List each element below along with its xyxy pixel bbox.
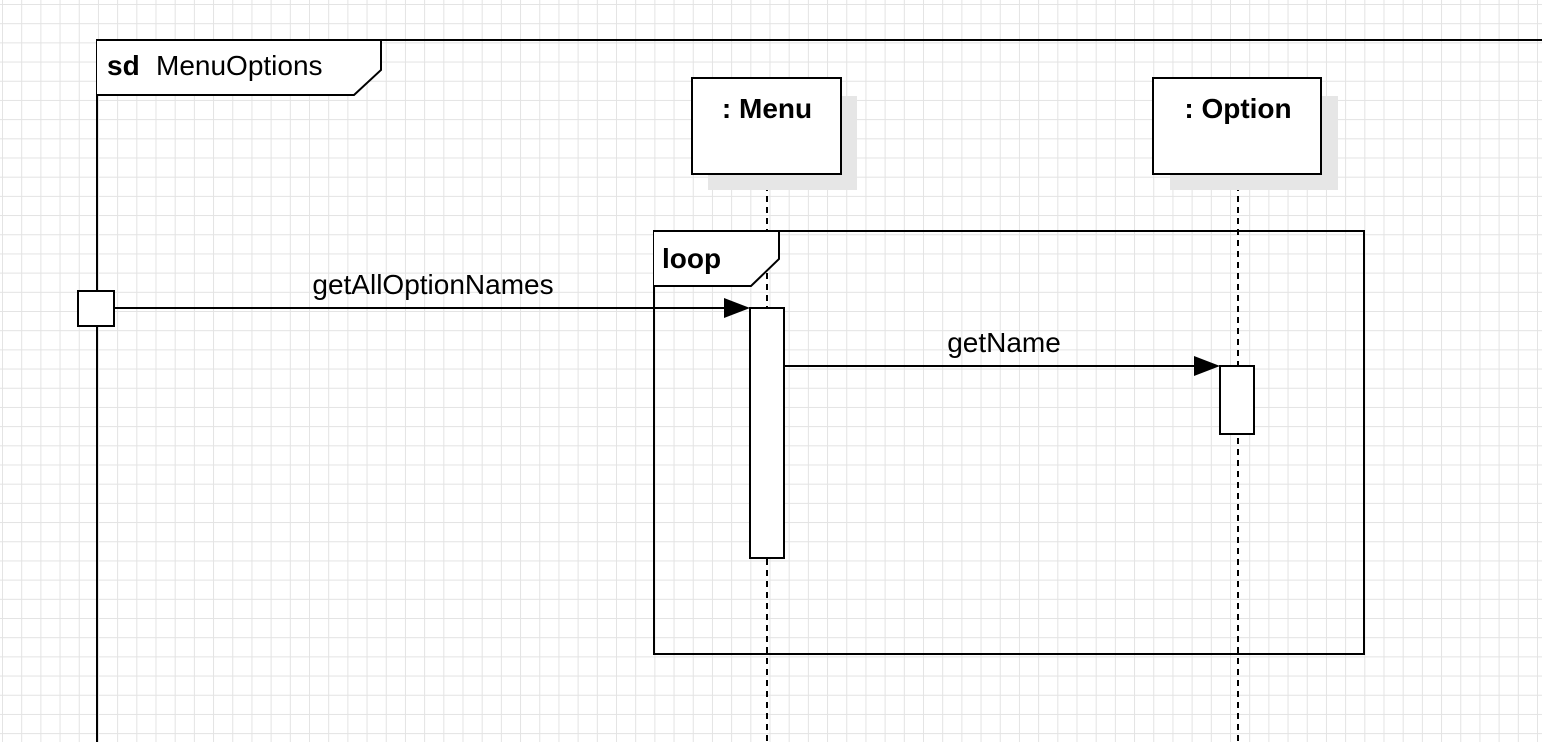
sd-frame-tab bbox=[97, 39, 382, 96]
lifeline-option-label: : Option bbox=[1184, 93, 1291, 124]
lifeline-menu-head[interactable] bbox=[691, 77, 842, 175]
loop-fragment-tab bbox=[654, 230, 780, 287]
message-getname-label: getName bbox=[947, 327, 1061, 358]
message-getalloptionnames-arrowhead bbox=[724, 298, 750, 318]
message-getalloptionnames-label: getAllOptionNames bbox=[312, 269, 553, 300]
activation-bar-option[interactable] bbox=[1219, 365, 1255, 435]
message-getname-arrowhead bbox=[1194, 356, 1220, 376]
sd-keyword: sd bbox=[107, 50, 140, 81]
sd-frame-title: MenuOptions bbox=[156, 50, 323, 81]
lifeline-menu[interactable]: : Menu bbox=[691, 77, 857, 742]
activation-bar-menu[interactable] bbox=[749, 307, 785, 559]
lifeline-menu-label: : Menu bbox=[722, 93, 812, 124]
message-getname[interactable]: getName bbox=[784, 327, 1220, 376]
gate[interactable] bbox=[77, 290, 115, 327]
sd-frame[interactable]: sd MenuOptions bbox=[96, 39, 1542, 742]
loop-fragment[interactable]: loop bbox=[653, 230, 1365, 655]
message-getalloptionnames[interactable]: getAllOptionNames bbox=[114, 269, 750, 318]
loop-fragment-border bbox=[653, 230, 1365, 655]
lifeline-option-head[interactable] bbox=[1152, 77, 1322, 175]
lifeline-option[interactable]: : Option bbox=[1152, 77, 1338, 742]
loop-operator-label: loop bbox=[662, 243, 721, 274]
